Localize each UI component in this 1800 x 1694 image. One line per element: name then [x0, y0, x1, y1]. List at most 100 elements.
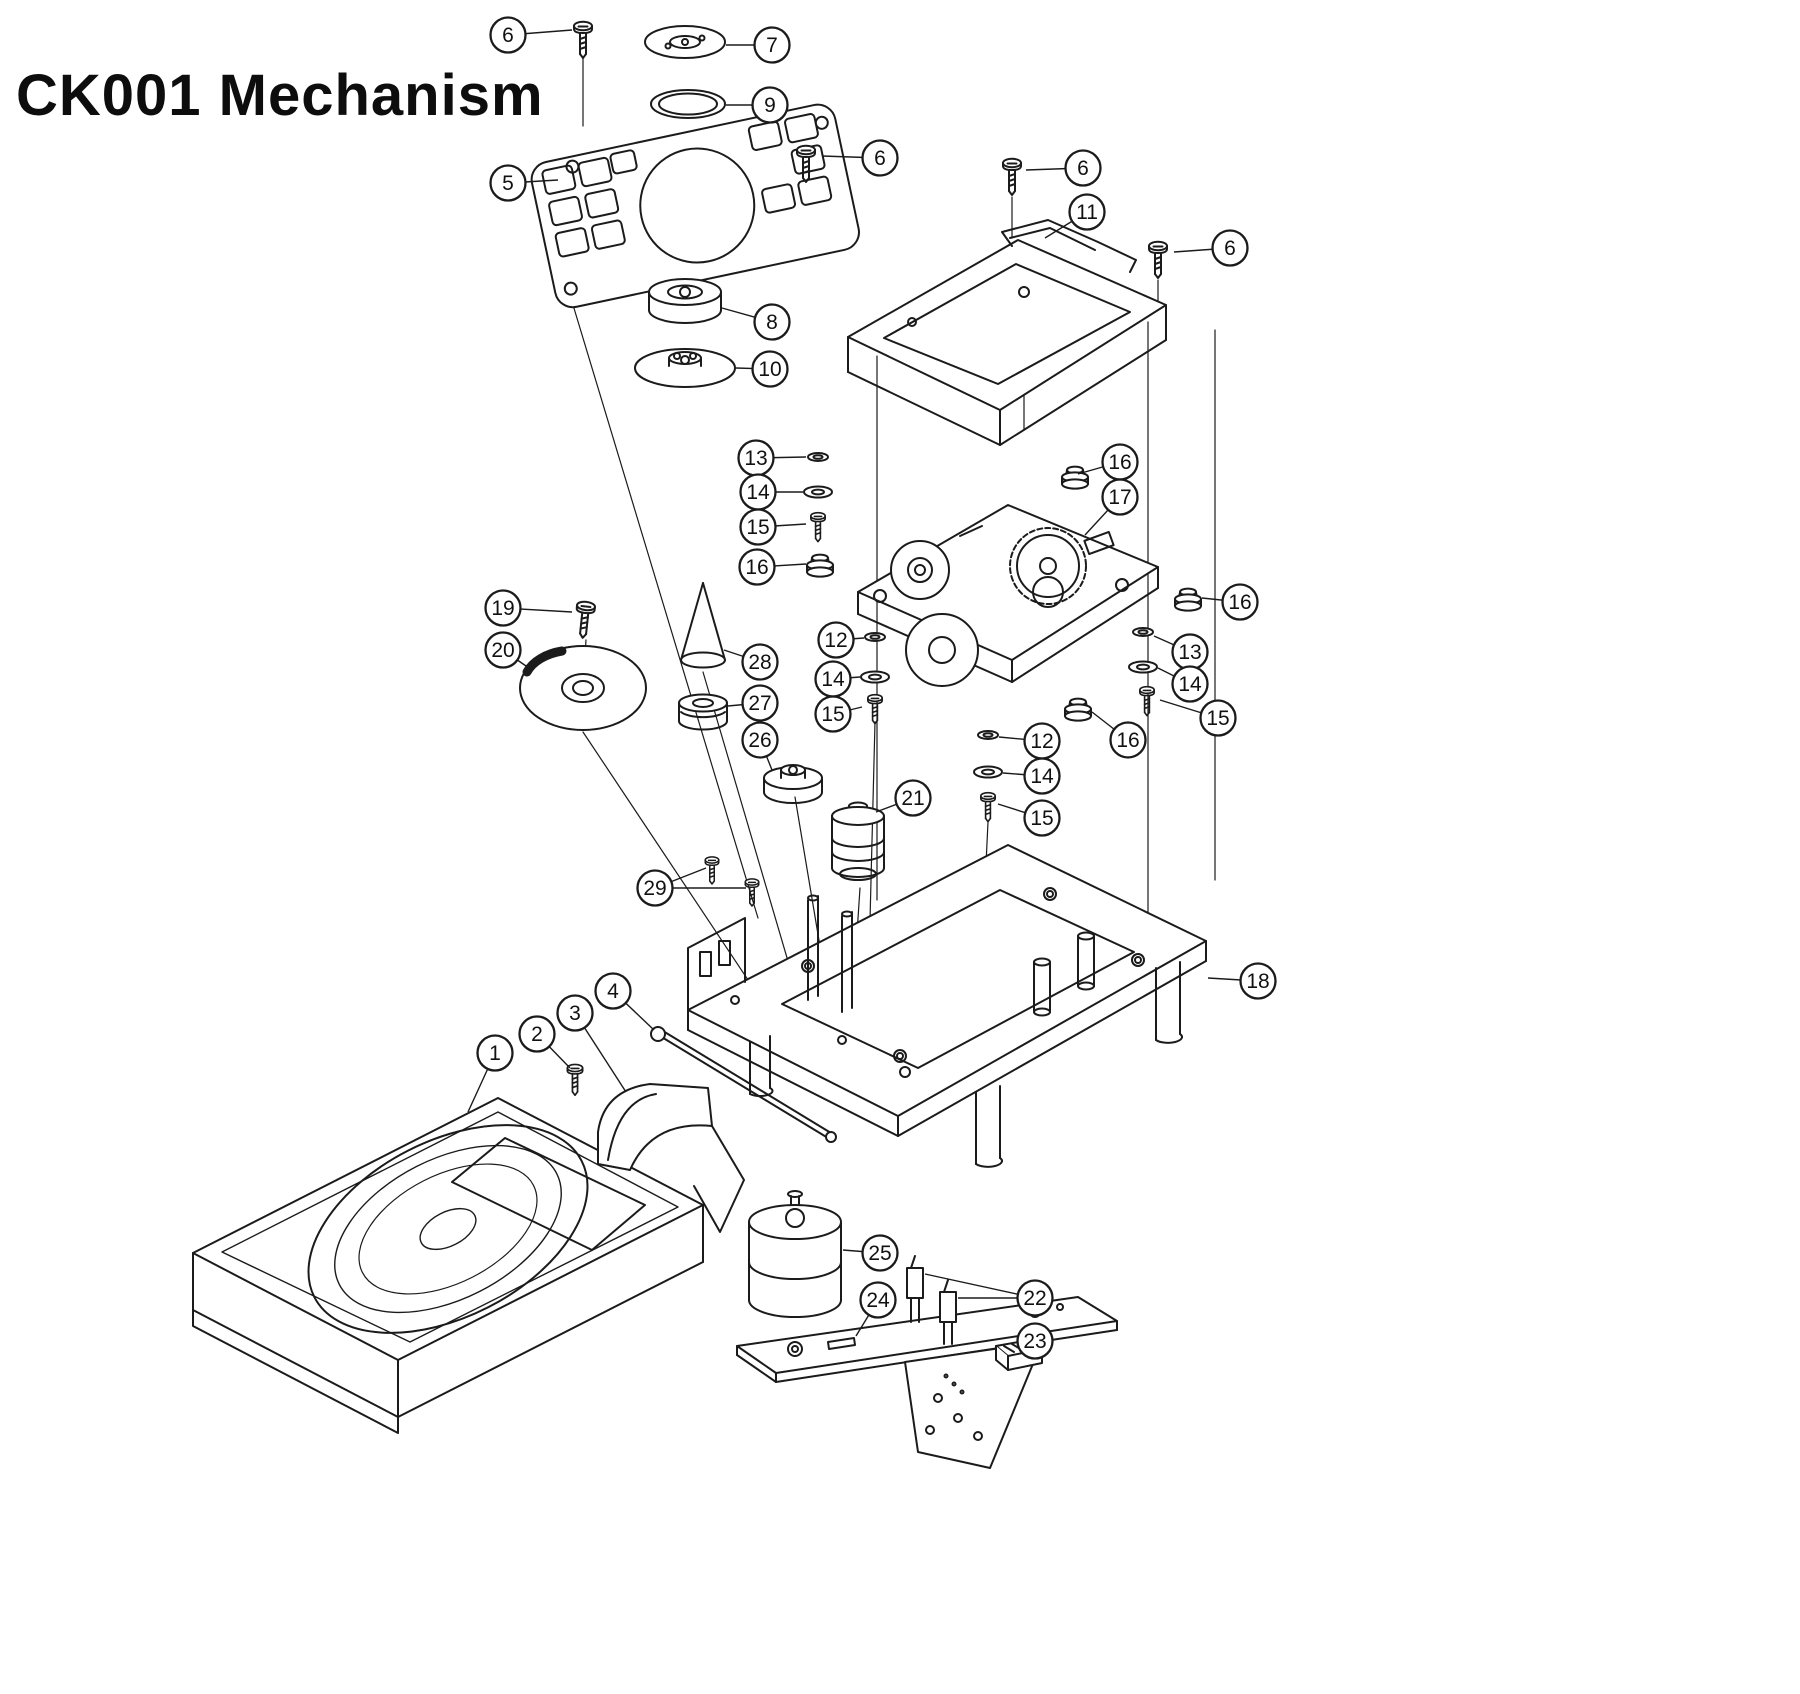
callout-number: 8 [766, 311, 778, 334]
callout-4: 4 [594, 972, 655, 1031]
callout-number: 15 [1206, 707, 1229, 730]
part-10-turntable-disc [634, 348, 736, 388]
callout-19: 19 [484, 589, 573, 627]
callout-number: 17 [1108, 486, 1131, 509]
callout-number: 16 [745, 556, 768, 579]
callout-circle [1016, 1279, 1054, 1317]
diagram-title: CK001 Mechanism [16, 63, 544, 128]
callout-13: 13 [1153, 633, 1209, 671]
callout-22: 22 [924, 1273, 1054, 1317]
callout-number: 24 [866, 1289, 890, 1312]
callout-number: 6 [1224, 237, 1236, 260]
callout-number: 23 [1023, 1330, 1046, 1353]
part-25-loading-motor [748, 1190, 842, 1318]
callout-15: 15 [739, 508, 807, 546]
part-20-limit-disc [519, 645, 647, 731]
callout-14: 14 [1157, 665, 1209, 703]
part-27-pulley [678, 693, 728, 731]
callout-8: 8 [721, 303, 791, 341]
callout-14: 14 [1002, 757, 1061, 795]
callout-circle [1199, 699, 1237, 737]
callout-circle [1239, 962, 1277, 1000]
part-9-ring [650, 89, 726, 119]
callout-6: 6 [489, 16, 573, 54]
part-19-screw [572, 599, 597, 640]
callout-circle [1068, 193, 1106, 231]
callout-15: 15 [1159, 699, 1237, 737]
callout-number: 16 [1228, 591, 1251, 614]
part-6-screw [573, 20, 593, 59]
callout-number: 4 [607, 980, 619, 1003]
callout-29: 29 [636, 867, 746, 907]
callout-number: 5 [502, 172, 514, 195]
callout-23: 23 [1016, 1322, 1054, 1360]
callout-16: 16 [1201, 583, 1259, 621]
callout-16: 16 [1091, 711, 1147, 759]
callout-1: 1 [467, 1034, 514, 1113]
callout-number: 7 [766, 34, 778, 57]
callout-circle [751, 86, 789, 124]
part-14-washer [1128, 660, 1158, 674]
callout-21: 21 [875, 779, 932, 817]
callout-number: 29 [643, 877, 666, 900]
callout-number: 14 [821, 668, 845, 691]
part-18-base-chassis [687, 844, 1207, 1168]
callout-circle [1109, 721, 1147, 759]
callout-circle [859, 1281, 897, 1319]
callout-circle [484, 631, 522, 669]
callout-circle [1016, 1322, 1054, 1360]
callout-circle [556, 994, 594, 1032]
part-14-washer [973, 765, 1003, 779]
callout-circle [489, 164, 527, 202]
callout-number: 18 [1246, 970, 1269, 993]
part-3-cover [597, 1083, 745, 1233]
callout-number: 20 [491, 639, 514, 662]
callout-number: 6 [502, 24, 514, 47]
part-6-screw [1002, 157, 1022, 196]
callout-12: 12 [998, 722, 1061, 760]
callout-circle [739, 508, 777, 546]
callout-number: 2 [531, 1023, 543, 1046]
callout-number: 12 [1030, 730, 1053, 753]
callout-6: 6 [1025, 149, 1102, 187]
callout-number: 16 [1116, 729, 1139, 752]
callout-3: 3 [556, 994, 627, 1093]
part-16-damper [1061, 465, 1089, 490]
part-15-screw [979, 791, 997, 823]
part-15-screw [1139, 685, 1155, 717]
callout-28: 28 [723, 643, 779, 681]
callout-number: 11 [1076, 201, 1098, 224]
callout-circle [738, 548, 776, 586]
callout-number: 14 [746, 481, 770, 504]
part-28-cone-spring [680, 582, 726, 669]
part-15-screw [866, 693, 884, 725]
part-1-disc-tray [192, 1097, 704, 1434]
callout-number: 13 [1178, 641, 1201, 664]
callout-circle [476, 1034, 514, 1072]
callout-number: 13 [744, 447, 767, 470]
callout-circle [751, 350, 789, 388]
callout-number: 16 [1108, 451, 1131, 474]
callout-13: 13 [737, 439, 807, 477]
part-7-clamper-disc [644, 25, 726, 59]
part-13-washer [1132, 627, 1154, 637]
part-13-washer [807, 452, 829, 462]
callout-15: 15 [814, 695, 863, 733]
callout-circle [1171, 665, 1209, 703]
callout-number: 25 [868, 1242, 891, 1265]
callout-number: 27 [748, 692, 771, 715]
callout-circle [741, 721, 779, 759]
callout-circle [861, 1234, 899, 1272]
part-29-screw [704, 856, 720, 885]
callout-9: 9 [726, 86, 789, 124]
part-22-switch [939, 1279, 957, 1345]
callout-number: 12 [824, 629, 847, 652]
part-16-damper [806, 553, 834, 578]
callout-circle [484, 589, 522, 627]
leader-line [924, 1273, 1036, 1299]
callout-11: 11 [1044, 193, 1106, 239]
callout-16: 16 [738, 548, 807, 586]
callout-circle [741, 643, 779, 681]
callout-circle [1211, 229, 1249, 267]
